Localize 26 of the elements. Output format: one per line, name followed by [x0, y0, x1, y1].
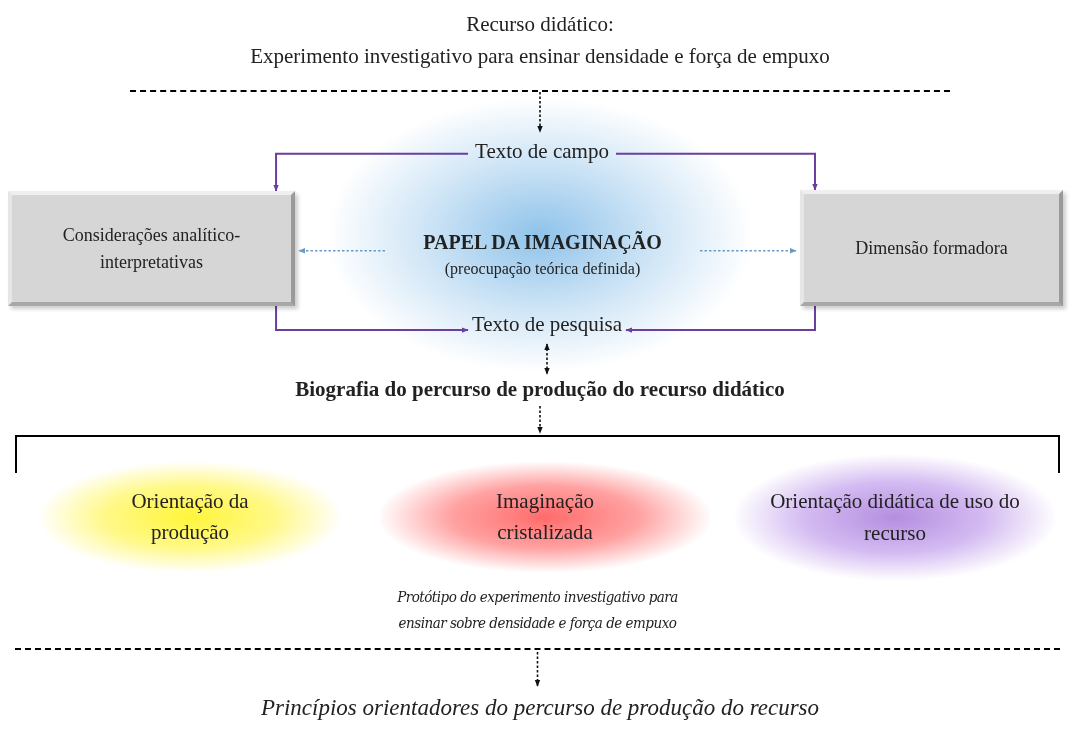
node-label: Texto de campo	[475, 138, 609, 166]
bevel-box	[800, 190, 1063, 306]
concept-title: PAPEL DA IMAGINAÇÃO	[423, 230, 662, 256]
arrow	[537, 405, 543, 434]
node-label: Princípios orientadores do percurso de produção do recurso	[260, 693, 820, 722]
arrow	[544, 343, 550, 375]
arrow	[537, 91, 543, 133]
caption-text: Protótipo do experimento investigativo para ensinar sobre densidade e força de empuxo	[396, 587, 679, 634]
arrow	[273, 152, 469, 192]
node-label: Imaginação cristalizada	[495, 487, 595, 546]
bevel-box	[8, 191, 295, 306]
arrow	[298, 248, 386, 254]
node-label: Considerações analítico-interpretativas	[61, 223, 242, 274]
arrow	[534, 651, 541, 687]
node-label: Dimensão formadora	[855, 236, 1008, 260]
node-label: Orientação da produção	[130, 487, 250, 546]
node-label: Texto de pesquisa	[471, 311, 623, 339]
arrow	[615, 152, 818, 191]
arrow	[275, 305, 469, 333]
arrow	[699, 248, 797, 254]
node-label: Orientação didática de uso do recurso	[769, 488, 1021, 547]
node-label: Experimento investigativo para ensinar densidade e força de empuxo	[250, 43, 830, 70]
node-label: Recurso didático:	[466, 11, 614, 38]
node-label: Biografia do percurso de produção do recurso didático	[295, 376, 785, 404]
arrow	[625, 305, 816, 333]
concept-subtitle: (preocupação teórica definida)	[444, 259, 641, 280]
